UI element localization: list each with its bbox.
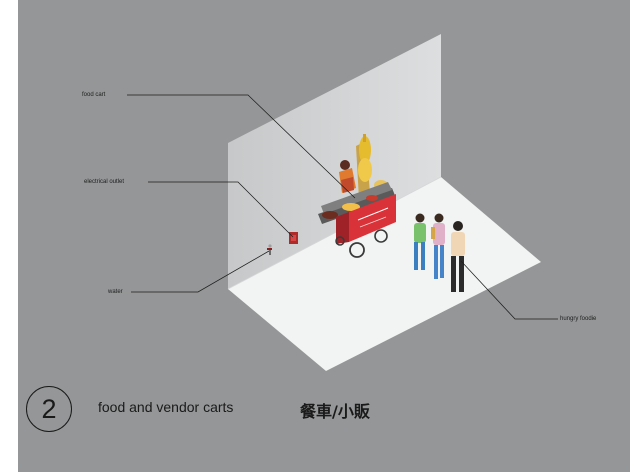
food-cart-illustration (318, 134, 396, 258)
step-number-circle: 2 (26, 386, 72, 432)
water-leader (131, 250, 270, 293)
caption-english: food and vendor carts (98, 399, 234, 415)
person-right (451, 221, 465, 292)
leader-lines (127, 94, 558, 320)
electrical-outlet-leader (148, 181, 294, 238)
electrical-outlet-callout: electrical outlet (84, 179, 125, 185)
food-cart-callout: food cart (82, 92, 106, 98)
hungry-foodie-figures (414, 213, 465, 292)
water-callout: water (108, 289, 123, 295)
electrical-outlet (289, 232, 298, 244)
hungry-foodie-leader (460, 260, 558, 320)
hungry-foodie-callout: hungry foodie (560, 316, 597, 322)
water-tap (267, 244, 272, 255)
left-margin-strip (0, 0, 18, 472)
wall-floor-edge (227, 176, 442, 290)
caption-chinese: 餐車/小販 (300, 402, 370, 421)
person-middle (431, 213, 445, 279)
person-left (414, 213, 426, 270)
food-cart-leader (127, 94, 356, 199)
